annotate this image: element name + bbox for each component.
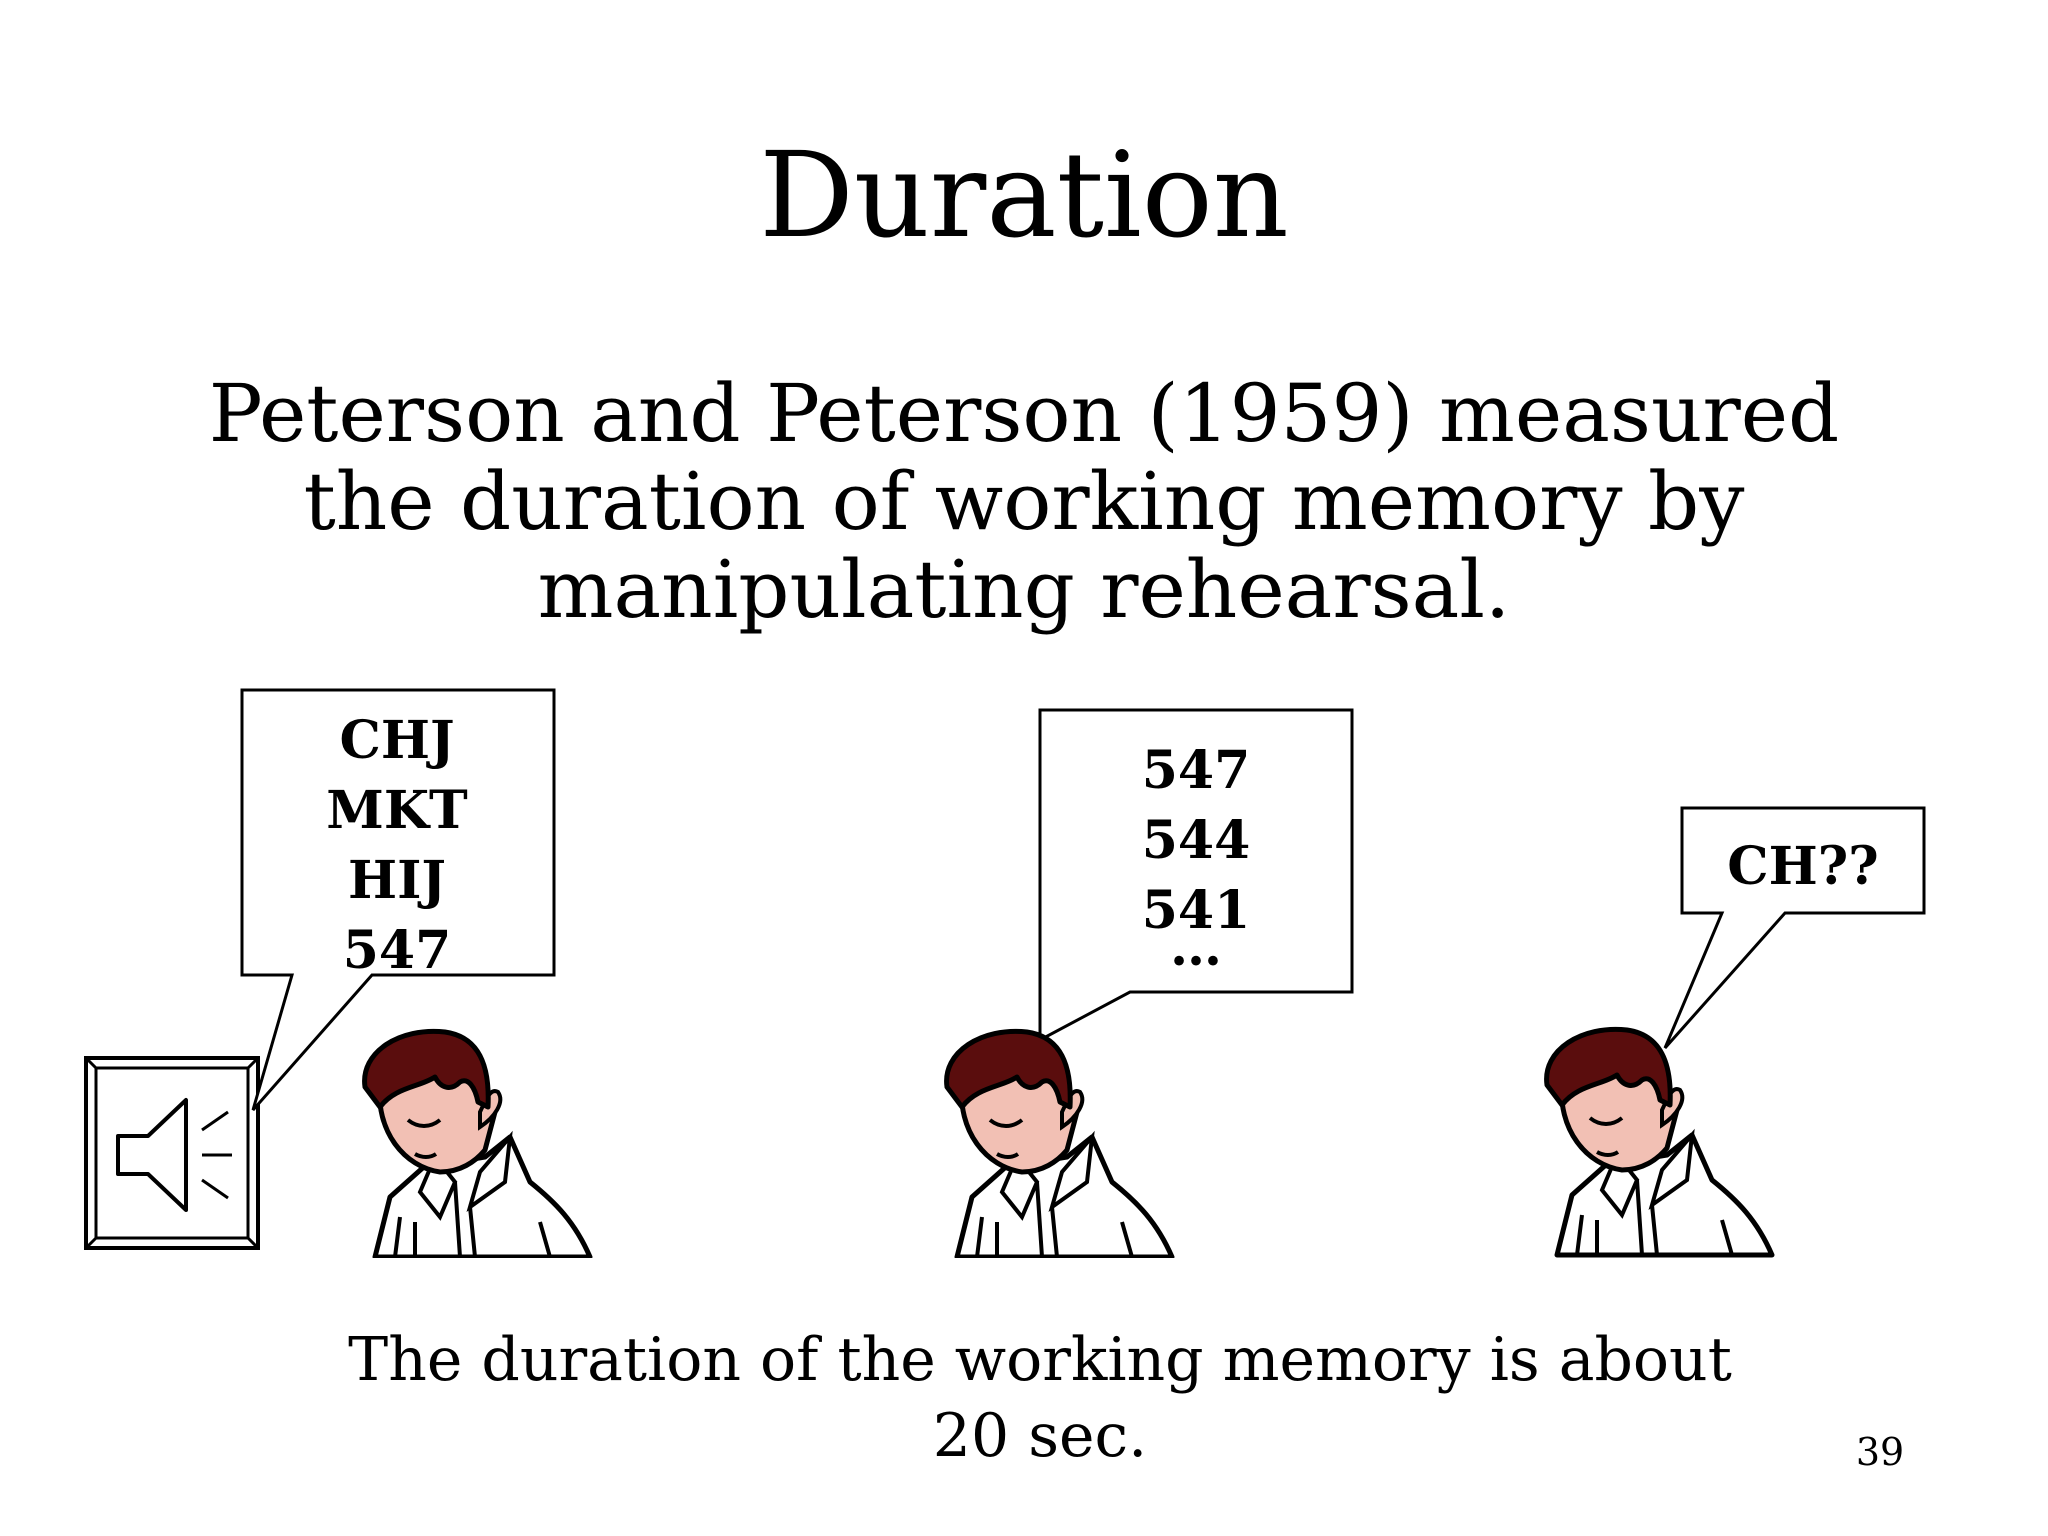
bubble-1-line: CHJ — [339, 710, 454, 771]
boy-figure — [365, 1031, 590, 1257]
speech-bubble-3: CH?? — [1663, 806, 1926, 1049]
intro-text: Peterson and Peterson (1959) measured th… — [208, 367, 1840, 636]
bubble-2-line: … — [1170, 917, 1222, 978]
bubble-2-line: 544 — [1142, 810, 1251, 871]
speech-bubble-1: CHJ MKT HIJ 547 — [240, 688, 556, 1111]
bubble-1-line: 547 — [343, 920, 452, 981]
bubble-2-line: 541 — [1142, 880, 1251, 941]
slide-title: Duration — [759, 126, 1289, 264]
speaker-icon[interactable] — [84, 1056, 260, 1250]
bubble-2-line: 547 — [1142, 740, 1251, 801]
bubble-3-line: CH?? — [1727, 836, 1878, 897]
bubble-1-line: HIJ — [348, 850, 446, 911]
boy-figure — [1547, 1029, 1772, 1255]
boy-figure — [947, 1031, 1172, 1257]
page-number: 39 — [1855, 1430, 1905, 1474]
caption-text: The duration of the working memory is ab… — [348, 1325, 1732, 1471]
bubble-1-line: MKT — [326, 780, 468, 841]
speech-bubble-2: 547 544 541 … — [1038, 708, 1354, 1043]
